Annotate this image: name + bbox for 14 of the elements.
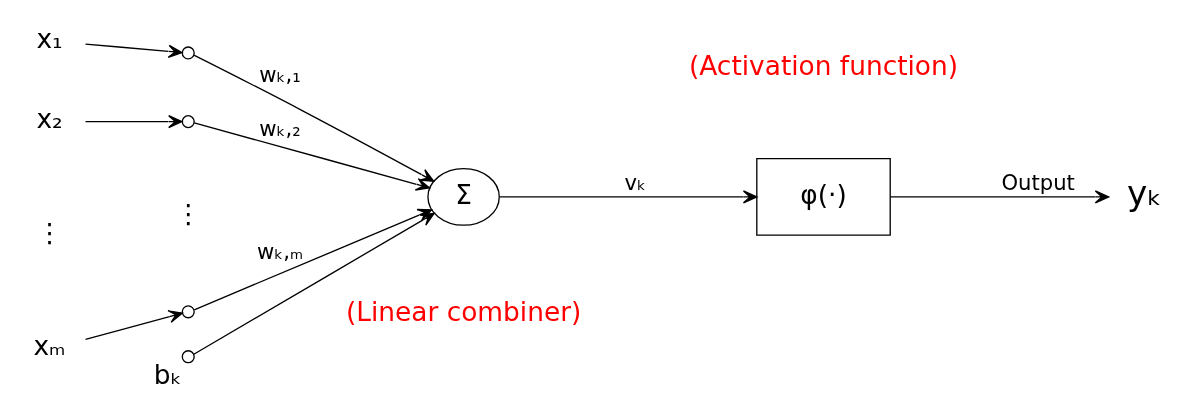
node-text: xₘ <box>33 330 66 362</box>
label: ⋮ <box>175 198 202 230</box>
edge-label: wₖ,₁ <box>259 61 301 87</box>
edge-label: Output <box>1001 170 1075 196</box>
label: (Activation function) <box>688 50 959 82</box>
node-text: x₁ <box>36 22 63 54</box>
node-text: x₂ <box>36 103 63 135</box>
edge-label: wₖ,ₘ <box>256 238 304 264</box>
edge-label: vₖ <box>624 170 647 196</box>
edge-label: wₖ,₂ <box>259 115 301 141</box>
label: ⋮ <box>36 216 63 248</box>
node-text: yₖ <box>1126 173 1162 214</box>
label: (Linear combiner) <box>345 296 582 328</box>
node-label: bₖ <box>153 358 182 390</box>
